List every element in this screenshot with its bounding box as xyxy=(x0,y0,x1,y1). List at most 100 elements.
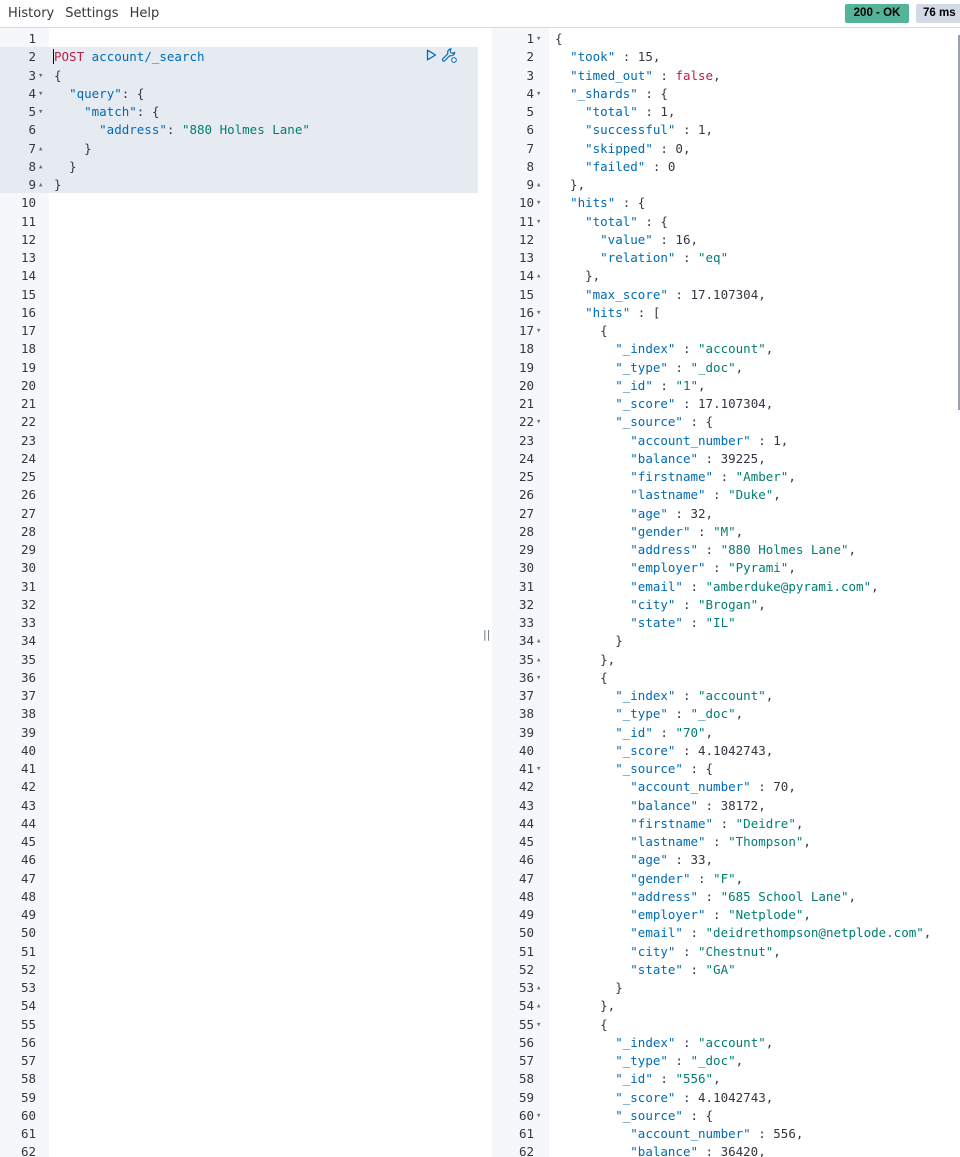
line-number: 25 xyxy=(20,469,36,484)
line-number: 16 xyxy=(518,304,534,320)
unfold-toggle-icon[interactable]: ▴ xyxy=(536,983,542,993)
fold-toggle-icon[interactable]: ▾ xyxy=(536,764,542,774)
code-line: 32 xyxy=(0,596,478,614)
fold-toggle-icon[interactable]: ▾ xyxy=(536,307,542,318)
code-text: "_source" : { xyxy=(615,414,714,430)
code-line: 42 xyxy=(0,778,478,796)
code-line: 25 xyxy=(0,468,478,486)
code-line: 33 xyxy=(0,614,478,632)
line-number: 5 xyxy=(526,104,534,119)
code-line: 56 xyxy=(0,1034,478,1052)
line-number: 24 xyxy=(20,450,36,466)
code-line: 22▾ "_source" : { xyxy=(492,413,960,431)
code-line: 46 "age" : 33, xyxy=(492,851,960,869)
fold-toggle-icon[interactable]: ▾ xyxy=(536,417,542,428)
code-line: 5▾ "match": { xyxy=(0,103,478,121)
fold-toggle-icon[interactable]: ▾ xyxy=(536,198,542,209)
fold-toggle-icon[interactable]: ▾ xyxy=(536,1019,542,1030)
unfold-toggle-icon[interactable]: ▴ xyxy=(536,636,542,647)
code-line: 36▾ { xyxy=(492,669,960,687)
code-text: "state" : "IL" xyxy=(630,615,736,630)
code-line: 21 "_score" : 17.107304, xyxy=(492,395,960,413)
code-text: "took" : 15, xyxy=(570,49,661,65)
unfold-toggle-icon[interactable]: ▴ xyxy=(536,1001,542,1012)
line-number: 11 xyxy=(20,213,36,229)
request-time-badge: 76 ms xyxy=(916,4,960,23)
code-line: 53 xyxy=(0,979,478,997)
unfold-toggle-icon[interactable]: ▴ xyxy=(536,654,542,665)
menu-settings[interactable]: Settings xyxy=(65,6,119,21)
line-number: 13 xyxy=(518,250,534,265)
fold-toggle-icon[interactable]: ▾ xyxy=(536,326,542,336)
code-text: }, xyxy=(555,268,601,284)
line-number: 29 xyxy=(518,542,534,557)
code-line: 49 "employer" : "Netplode", xyxy=(492,906,960,924)
unfold-toggle-icon[interactable]: ▴ xyxy=(536,180,542,190)
code-line: 57 "_type" : "_doc", xyxy=(492,1052,960,1070)
code-text: "gender" : "F", xyxy=(630,870,744,886)
menu-history[interactable]: History xyxy=(8,6,55,21)
code-line: 56 "_index" : "account", xyxy=(492,1034,960,1052)
menu-help[interactable]: Help xyxy=(129,6,160,21)
line-number: 6 xyxy=(28,122,36,138)
code-line: 51 xyxy=(0,943,478,961)
code-text: "_score" : 17.107304, xyxy=(615,396,774,411)
code-text: "balance" : 36420, xyxy=(630,1144,766,1157)
code-text: { xyxy=(54,67,62,83)
code-line: 12 "value" : 16, xyxy=(492,231,960,249)
code-line: 51 "city" : "Chestnut", xyxy=(492,943,960,961)
unfold-toggle-icon[interactable]: ▴ xyxy=(38,143,44,154)
unfold-toggle-icon[interactable]: ▴ xyxy=(536,271,542,282)
fold-toggle-icon[interactable]: ▾ xyxy=(38,88,44,99)
code-text: "lastname" : "Duke", xyxy=(630,487,781,503)
line-number: 46 xyxy=(518,852,534,868)
code-line: 39 xyxy=(0,724,478,742)
line-number: 7 xyxy=(28,140,36,156)
code-line: 47 "gender" : "F", xyxy=(492,870,960,888)
code-line: 32 "city" : "Brogan", xyxy=(492,596,960,614)
line-number: 54 xyxy=(20,998,36,1014)
line-number: 2 xyxy=(28,49,36,65)
wrench-icon[interactable] xyxy=(441,47,457,66)
code-line: 28 "gender" : "M", xyxy=(492,523,960,541)
code-text: "relation" : "eq" xyxy=(600,250,729,265)
code-line: 20 xyxy=(0,377,478,395)
play-icon[interactable] xyxy=(426,49,437,64)
line-number: 16 xyxy=(20,304,36,320)
fold-toggle-icon[interactable]: ▾ xyxy=(536,216,542,227)
line-number: 46 xyxy=(20,852,36,868)
fold-toggle-icon[interactable]: ▾ xyxy=(38,70,44,81)
fold-toggle-icon[interactable]: ▾ xyxy=(536,1110,542,1121)
pane-resize-handle[interactable]: || xyxy=(483,628,491,641)
code-line: 21 xyxy=(0,395,478,413)
unfold-toggle-icon[interactable]: ▴ xyxy=(38,180,44,190)
line-number: 29 xyxy=(20,542,36,557)
line-number: 33 xyxy=(518,615,534,630)
code-line: 18 xyxy=(0,340,478,358)
active-request-highlight xyxy=(0,47,478,193)
code-text: "failed" : 0 xyxy=(585,158,676,174)
code-line: 31 xyxy=(0,578,478,596)
line-number: 22 xyxy=(20,414,36,430)
line-number: 5 xyxy=(28,104,36,119)
code-line: 25 "firstname" : "Amber", xyxy=(492,468,960,486)
fold-toggle-icon[interactable]: ▾ xyxy=(536,88,542,99)
code-text: "_score" : 4.1042743, xyxy=(615,742,774,758)
line-number: 3 xyxy=(526,67,534,83)
line-number: 56 xyxy=(20,1034,36,1050)
line-number: 9 xyxy=(526,177,534,192)
fold-toggle-icon[interactable]: ▾ xyxy=(38,107,44,117)
unfold-toggle-icon[interactable]: ▴ xyxy=(38,161,44,172)
code-line: 18 "_index" : "account", xyxy=(492,340,960,358)
line-number: 55 xyxy=(20,1016,36,1032)
fold-toggle-icon[interactable]: ▾ xyxy=(536,34,542,44)
line-number: 39 xyxy=(518,724,534,740)
code-line: 3 "timed_out" : false, xyxy=(492,67,960,85)
code-text: "email" : "amberduke@pyrami.com", xyxy=(630,578,879,594)
response-scrollbar[interactable] xyxy=(958,35,960,410)
code-line: 54▴ }, xyxy=(492,997,960,1015)
code-text: "balance" : 39225, xyxy=(630,450,766,466)
line-number: 40 xyxy=(518,742,534,758)
fold-toggle-icon[interactable]: ▾ xyxy=(536,672,542,683)
